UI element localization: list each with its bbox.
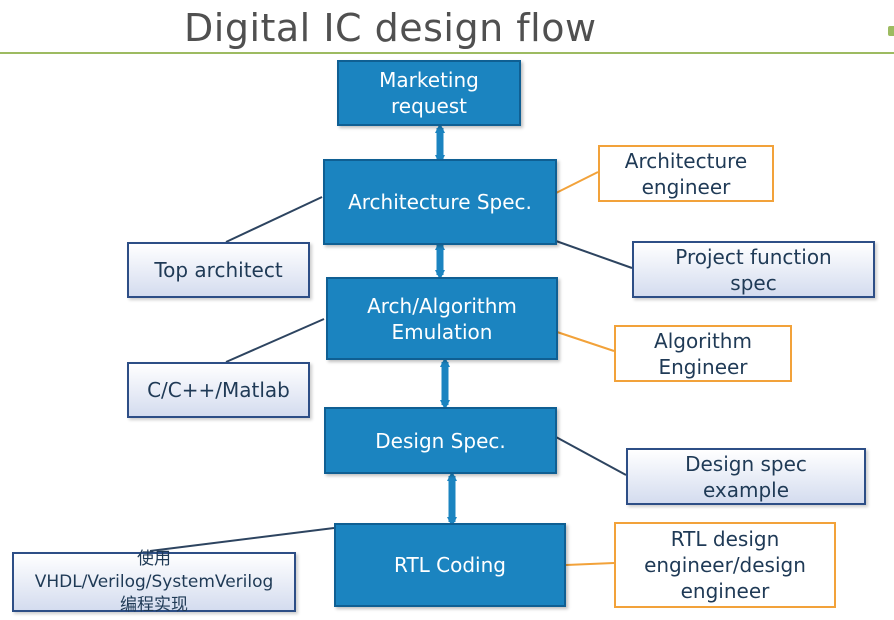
flow-box-arch-algorithm-emulation: Arch/Algorithm Emulation	[326, 277, 558, 360]
flow-box-design-spec: Design Spec.	[324, 407, 557, 474]
note-connector-2	[555, 240, 633, 269]
role-connector-3	[565, 562, 615, 566]
flow-box-architecture-spec: Architecture Spec.	[323, 159, 557, 245]
role-label: RTL design engineer/design engineer	[644, 527, 806, 603]
page-title: Digital IC design flow	[184, 6, 597, 50]
flow-box-label: RTL Coding	[394, 553, 506, 577]
role-label: Algorithm Engineer	[654, 328, 752, 379]
title-divider	[0, 52, 894, 54]
role-connector-1	[555, 171, 599, 194]
note-connector-3	[225, 318, 325, 363]
note-connector-1	[225, 196, 323, 243]
role-label: Architecture engineer	[624, 148, 748, 199]
note-connector-5	[149, 527, 335, 552]
note-box-c-cpp-matlab: C/C++/Matlab	[127, 362, 310, 418]
note-label: 使用VHDL/Verilog/SystemVerilog编程实现	[34, 548, 274, 615]
note-box-project-function-spec: Project function spec	[632, 241, 875, 298]
role-box-algorithm-engineer: Algorithm Engineer	[614, 325, 792, 382]
role-connector-2	[556, 331, 615, 352]
note-connector-4	[555, 436, 627, 476]
note-label: Design spec example	[685, 451, 807, 502]
edge-marker	[888, 26, 894, 36]
note-label: Top architect	[154, 258, 283, 282]
flow-box-label: Marketing request	[379, 68, 479, 118]
note-box-design-spec-example: Design spec example	[626, 448, 866, 505]
note-label: Project function spec	[675, 244, 832, 295]
flow-box-label: Arch/Algorithm Emulation	[367, 293, 517, 344]
flow-box-marketing-request: Marketing request	[337, 60, 521, 126]
note-box-hdl-implementation: 使用VHDL/Verilog/SystemVerilog编程实现	[12, 549, 296, 615]
flow-box-label: Design Spec.	[375, 428, 506, 453]
note-label: C/C++/Matlab	[147, 378, 290, 402]
note-box-top-architect: Top architect	[127, 242, 310, 298]
flow-box-label: Architecture Spec.	[348, 190, 532, 214]
role-box-rtl-design-engineer: RTL design engineer/design engineer	[614, 522, 836, 608]
flow-box-rtl-coding: RTL Coding	[334, 523, 566, 607]
role-box-architecture-engineer: Architecture engineer	[598, 145, 774, 202]
